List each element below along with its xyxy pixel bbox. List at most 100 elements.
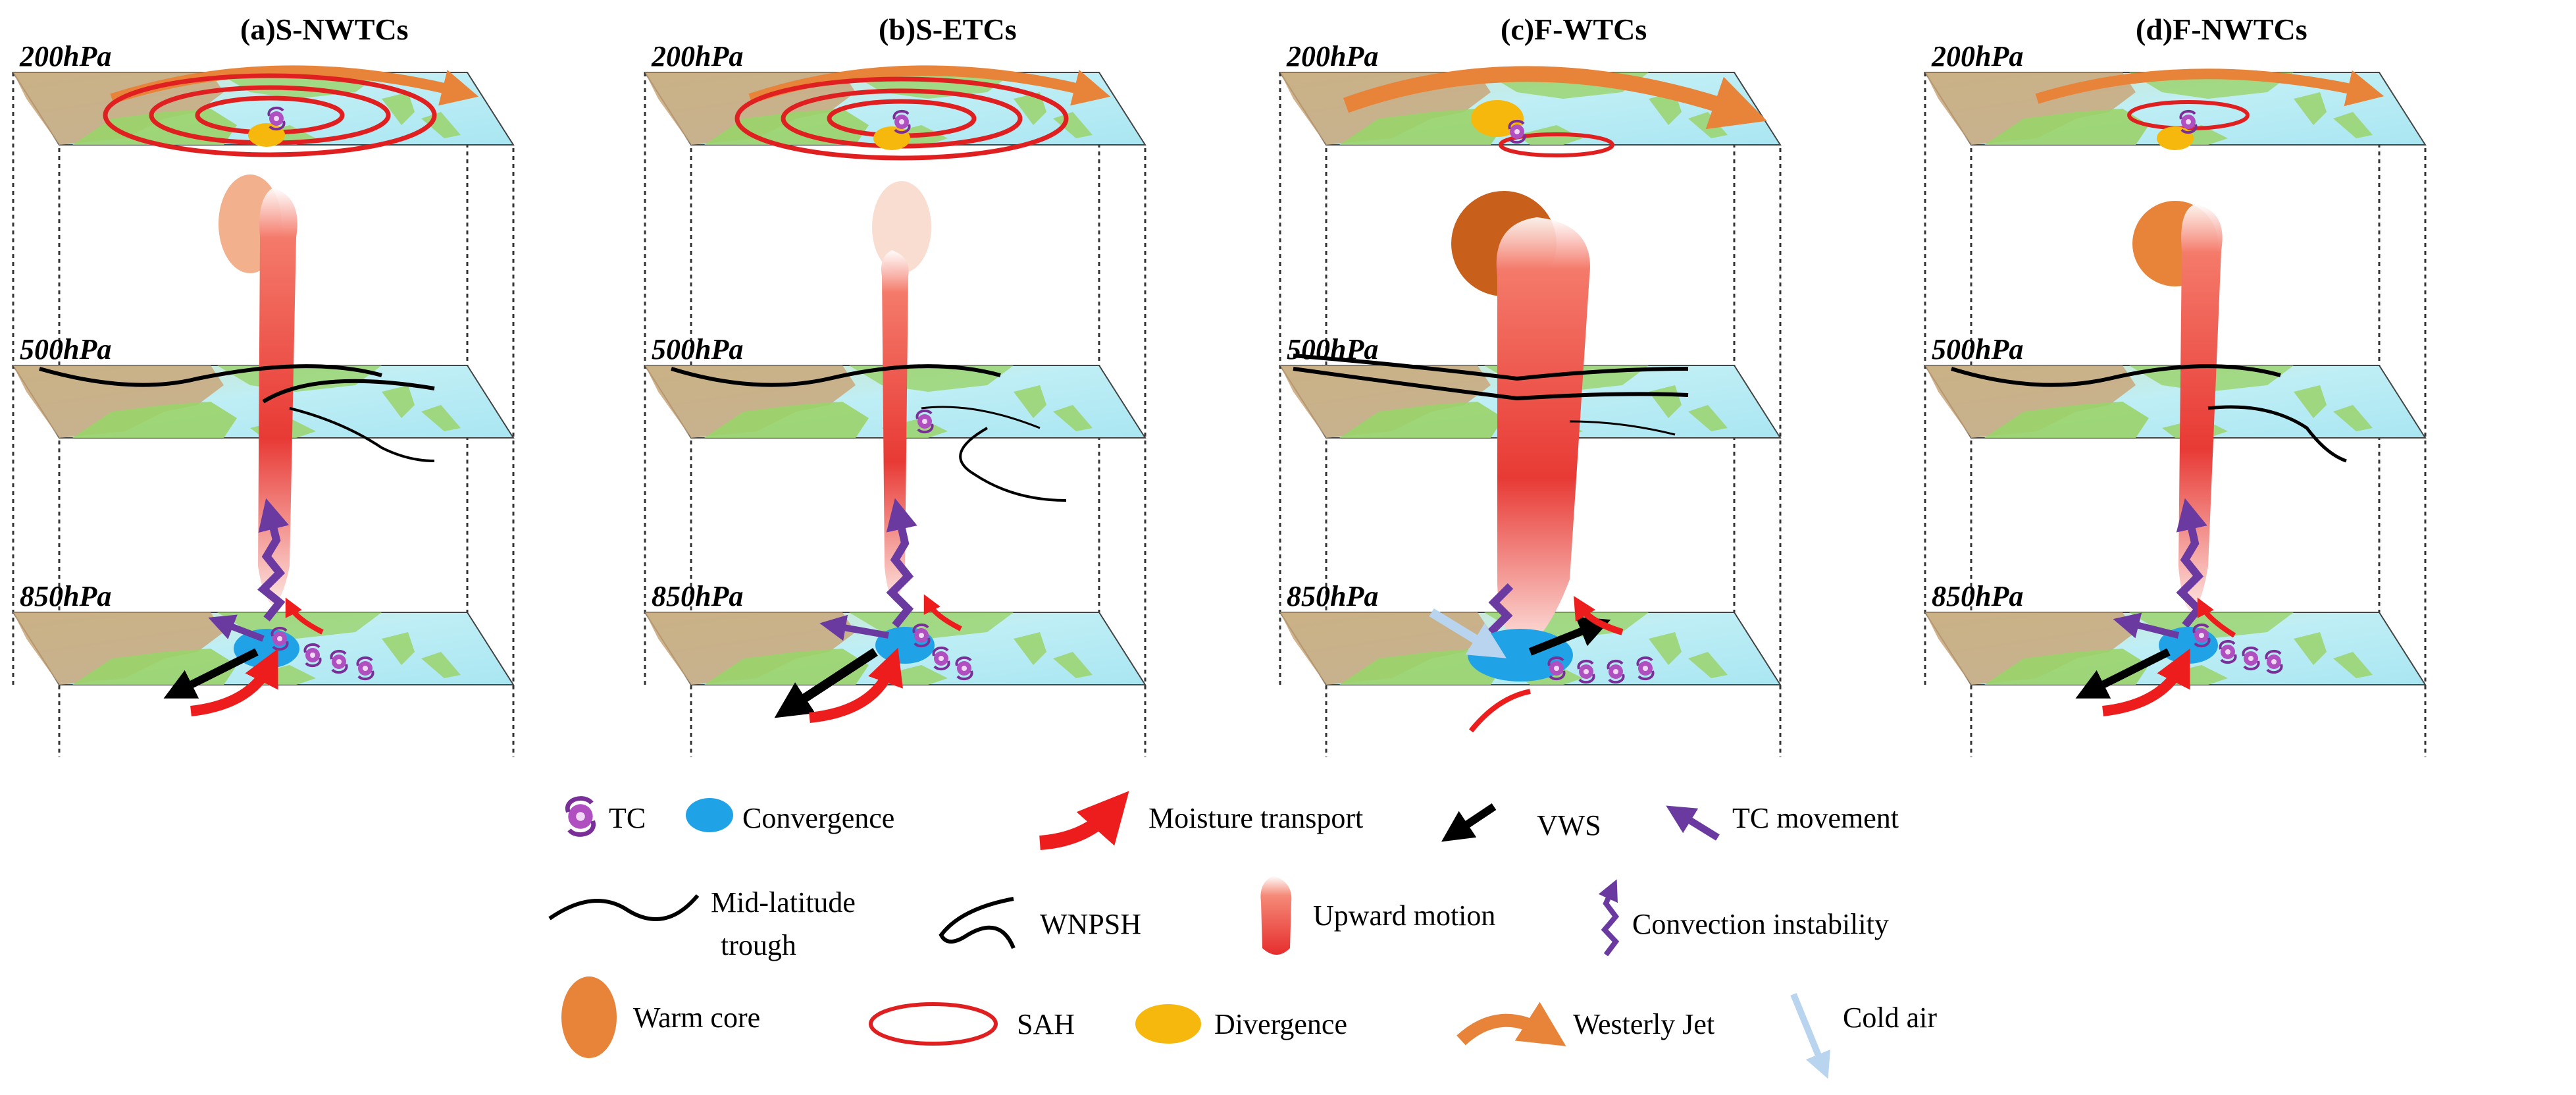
westerly-jet bbox=[748, 65, 1111, 106]
legend-label-upward: Upward motion bbox=[1313, 899, 1495, 932]
divergence bbox=[248, 123, 285, 147]
trough-line bbox=[39, 364, 382, 387]
convergence-icon bbox=[686, 798, 733, 832]
legend-label-wnpsh: WNPSH bbox=[1040, 908, 1141, 940]
vws-arrow bbox=[163, 648, 259, 699]
level-label-500: 500hPa bbox=[20, 333, 111, 365]
tc-icon bbox=[567, 799, 593, 835]
legend-label-trough-1: Mid-latitude bbox=[711, 886, 856, 919]
legend-item-wnpsh: WNPSH bbox=[939, 897, 1141, 949]
cold-air-arrow bbox=[1429, 608, 1507, 658]
legend-item-warm-core: Warm core bbox=[561, 976, 760, 1058]
level-label-500: 500hPa bbox=[1932, 333, 2023, 365]
wnpsh-line bbox=[2207, 405, 2347, 463]
tc-movement-arrow bbox=[208, 614, 265, 642]
convection-arrow bbox=[886, 498, 917, 628]
legend-item-upward: Upward motion bbox=[1260, 876, 1495, 955]
legend-item-sah: SAH bbox=[869, 1002, 1075, 1046]
vws-arrow bbox=[774, 648, 878, 718]
level-label-850: 850hPa bbox=[1932, 580, 2023, 612]
legend-label-westerly-jet: Westerly Jet bbox=[1573, 1008, 1714, 1040]
level-label-850: 850hPa bbox=[20, 580, 111, 612]
vws-arrow bbox=[2075, 648, 2171, 699]
legend-item-westerly-jet: Westerly Jet bbox=[1456, 1002, 1714, 1046]
legend-label-convection: Convection instability bbox=[1632, 908, 1889, 940]
trough-line-icon bbox=[548, 894, 700, 921]
legend-label-tc: TC bbox=[609, 802, 646, 834]
panel-title: (a)S-NWTCs bbox=[240, 13, 409, 46]
legend-label-convergence: Convergence bbox=[742, 802, 894, 834]
warm-core-icon bbox=[561, 976, 617, 1058]
divergence bbox=[2157, 126, 2194, 150]
moisture-arrow-small bbox=[285, 597, 324, 635]
panel-title: (c)F-WTCs bbox=[1501, 13, 1647, 46]
level-label-200: 200hPa bbox=[651, 40, 743, 72]
trough-line-2 bbox=[1293, 367, 1689, 401]
legend-label-tc-movement: TC movement bbox=[1732, 802, 1899, 834]
trough-line bbox=[1293, 354, 1689, 381]
trough-line bbox=[671, 364, 1001, 387]
moisture-line bbox=[1468, 689, 1531, 733]
westerly-jet-icon bbox=[1456, 1002, 1566, 1046]
legend-label-warm-core: Warm core bbox=[633, 1002, 760, 1034]
legend: TC Convergence Moisture transport VWS TC… bbox=[548, 791, 1937, 1079]
wnpsh-line-2 bbox=[959, 427, 1067, 502]
wnpsh-line bbox=[921, 406, 1041, 429]
westerly-jet bbox=[2035, 68, 2384, 107]
wnpsh-line bbox=[1569, 420, 1676, 436]
legend-item-tc: TC bbox=[567, 799, 646, 835]
legend-label-trough-2: trough bbox=[721, 929, 796, 961]
panel-d: (d)F-NWTCs 200hPa 500hPa 850hPa bbox=[1924, 13, 2427, 757]
panel-b: (b)S-ETCs 200hPa 500hPa 850hPa bbox=[644, 13, 1146, 757]
legend-item-cold-air: Cold air bbox=[1790, 993, 1937, 1079]
wnpsh-line-icon bbox=[939, 897, 1016, 949]
moisture-arrow bbox=[2102, 648, 2190, 716]
westerly-jet bbox=[1343, 66, 1767, 130]
convection-icon bbox=[1598, 879, 1620, 957]
level-label-850: 850hPa bbox=[1287, 580, 1378, 612]
legend-item-convection: Convection instability bbox=[1598, 879, 1889, 957]
legend-label-moisture: Moisture transport bbox=[1148, 802, 1363, 834]
vws-arrow-icon bbox=[1441, 803, 1497, 842]
legend-item-convergence: Convergence bbox=[686, 798, 894, 834]
cold-air-arrow-icon bbox=[1790, 993, 1830, 1079]
legend-label-sah: SAH bbox=[1017, 1008, 1075, 1040]
moisture-arrow-small bbox=[2197, 597, 2236, 638]
wnpsh-line bbox=[289, 407, 435, 462]
upward-motion bbox=[1496, 217, 1590, 652]
panel-title: (b)S-ETCs bbox=[879, 13, 1017, 46]
legend-item-moisture: Moisture transport bbox=[1039, 791, 1363, 850]
level-label-200: 200hPa bbox=[1931, 40, 2023, 72]
level-label-500: 500hPa bbox=[652, 333, 743, 365]
panel-c: (c)F-WTCs 200hPa 500hPa 850hPa bbox=[1279, 13, 1782, 757]
moisture-arrow bbox=[809, 647, 903, 723]
legend-label-divergence: Divergence bbox=[1214, 1008, 1347, 1040]
level-label-200: 200hPa bbox=[19, 40, 111, 72]
warm-core bbox=[872, 181, 931, 273]
legend-item-vws: VWS bbox=[1441, 803, 1601, 842]
sah-ellipse-icon bbox=[869, 1002, 998, 1046]
upward-motion-icon bbox=[1260, 876, 1292, 955]
legend-label-vws: VWS bbox=[1537, 809, 1601, 841]
trough-line bbox=[1951, 364, 2281, 387]
legend-item-divergence: Divergence bbox=[1135, 1004, 1347, 1044]
moisture-arrow bbox=[190, 648, 278, 716]
divergence-icon bbox=[1135, 1004, 1201, 1044]
vws-arrow bbox=[1528, 616, 1611, 656]
panel-a: (a)S-NWTCs 200hPa 500hPa 850hPa bbox=[12, 13, 515, 757]
legend-label-cold-air: Cold air bbox=[1843, 1002, 1937, 1034]
moisture-arrow-small bbox=[923, 594, 962, 631]
level-label-200: 200hPa bbox=[1286, 40, 1378, 72]
moisture-arrow-icon bbox=[1039, 791, 1129, 850]
convection-arrow bbox=[257, 498, 290, 622]
tc-movement-arrow bbox=[819, 614, 889, 641]
tc-movement-arrow bbox=[2113, 612, 2180, 639]
legend-item-trough: Mid-latitude trough bbox=[548, 886, 856, 961]
panel-title: (d)F-NWTCs bbox=[2136, 13, 2307, 46]
sah-ellipse bbox=[1499, 132, 1614, 157]
legend-item-tc-movement: TC movement bbox=[1666, 802, 1899, 841]
moisture-arrow-small bbox=[1573, 595, 1624, 635]
trough-line-2 bbox=[262, 379, 435, 404]
map-plate-500 bbox=[1924, 365, 2426, 439]
